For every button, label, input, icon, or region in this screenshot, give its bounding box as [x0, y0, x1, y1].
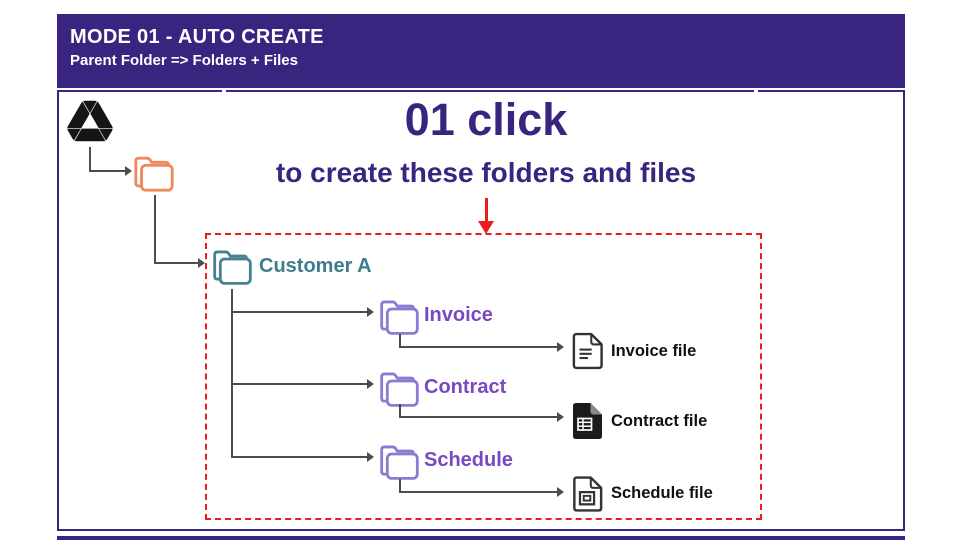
schedule-folder-icon	[380, 445, 419, 480]
invoice-folder-label: Invoice	[424, 304, 493, 326]
border-gap	[222, 89, 226, 94]
connector-line	[89, 170, 125, 172]
schedule-folder-label: Schedule	[424, 449, 513, 471]
hero-title: 01 click	[404, 94, 568, 145]
connector-line	[399, 334, 401, 348]
arrowhead-icon	[367, 379, 374, 389]
contract-file-label: Contract file	[611, 412, 708, 430]
border-gap	[754, 89, 758, 94]
arrowhead-icon	[198, 258, 205, 268]
bottom-accent-strip	[57, 536, 905, 540]
arrowhead-icon	[125, 166, 132, 176]
arrowhead-icon	[557, 487, 564, 497]
invoice-file-label: Invoice file	[611, 342, 697, 360]
hero-subtitle: to create these folders and files	[275, 157, 697, 188]
connector-line	[89, 147, 91, 172]
connector-line	[154, 262, 198, 264]
connector-line	[399, 491, 557, 493]
schedule-file-label: Schedule file	[611, 484, 713, 502]
red-arrow-line	[485, 198, 488, 223]
google-drive-icon	[67, 100, 113, 142]
contract-folder-label: Contract	[424, 376, 507, 398]
red-arrow-head-icon	[478, 221, 494, 234]
content-box	[57, 90, 905, 531]
arrowhead-icon	[557, 342, 564, 352]
contract-folder-icon	[380, 372, 419, 407]
branch-line	[231, 383, 367, 385]
presentation-file-icon	[573, 476, 603, 512]
document-file-icon	[572, 332, 603, 370]
connector-line	[399, 404, 401, 418]
header-subtitle: Parent Folder => Folders + Files	[70, 52, 298, 69]
arrowhead-icon	[367, 452, 374, 462]
tree-trunk-line	[231, 289, 233, 458]
invoice-folder-icon	[380, 300, 419, 335]
connector-line	[399, 416, 557, 418]
header-band: MODE 01 - AUTO CREATE Parent Folder => F…	[57, 14, 905, 88]
connector-line	[399, 346, 557, 348]
connector-line	[399, 479, 401, 493]
arrowhead-icon	[557, 412, 564, 422]
customer-folder-icon	[213, 250, 252, 285]
branch-line	[231, 456, 367, 458]
parent-folder-icon	[134, 156, 174, 192]
connector-line	[154, 195, 156, 264]
header-title: MODE 01 - AUTO CREATE	[70, 26, 324, 48]
arrowhead-icon	[367, 307, 374, 317]
branch-line	[231, 311, 367, 313]
spreadsheet-file-icon	[573, 403, 602, 439]
auto-created-region	[205, 233, 762, 520]
customer-folder-label: Customer A	[259, 255, 372, 277]
